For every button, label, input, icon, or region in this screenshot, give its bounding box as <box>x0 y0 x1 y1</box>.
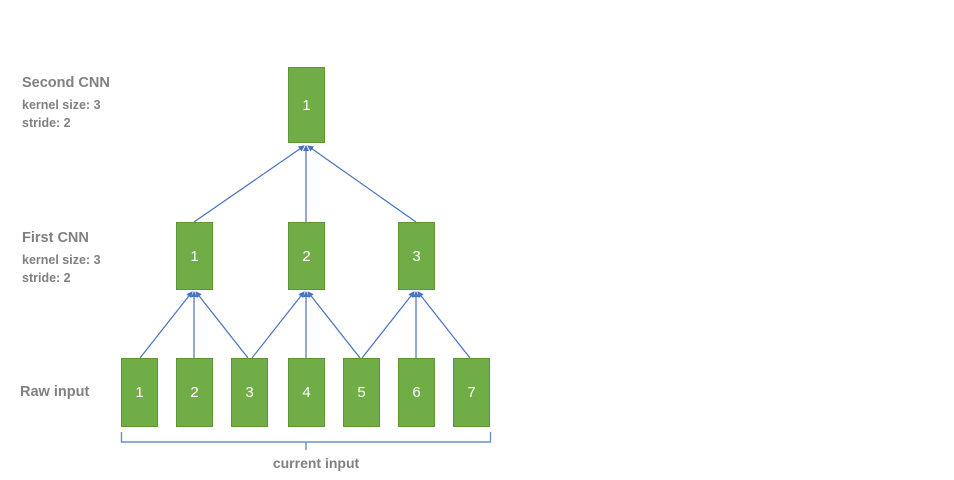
node-label: 1 <box>135 384 144 401</box>
caption-first-cnn-stride: stride: 2 <box>22 271 71 286</box>
caption-second-cnn-title: Second CNN <box>22 75 110 91</box>
node-raw-input-5[interactable]: 5 <box>343 358 380 427</box>
node-first-cnn-3[interactable]: 3 <box>398 222 435 290</box>
edges-first-to-second <box>193 145 417 223</box>
caption-second-cnn: Second CNN kernel size: 3 stride: 2 <box>22 73 110 132</box>
node-label: 1 <box>302 96 311 114</box>
node-label: 3 <box>412 247 421 265</box>
current-input-bracket <box>120 432 492 450</box>
caption-raw-input-title: Raw input <box>20 384 90 400</box>
edges-raw-to-first <box>139 291 471 359</box>
node-raw-input-7[interactable]: 7 <box>453 358 490 427</box>
node-first-cnn-2[interactable]: 2 <box>288 222 325 290</box>
node-raw-input-2[interactable]: 2 <box>176 358 213 427</box>
caption-first-cnn-title: First CNN <box>22 230 89 246</box>
node-label: 1 <box>190 247 199 265</box>
caption-second-cnn-kernel: kernel size: 3 <box>22 98 101 113</box>
node-label: 6 <box>412 384 421 401</box>
node-second-cnn-1[interactable]: 1 <box>288 67 325 143</box>
caption-raw-input: Raw input <box>20 382 89 403</box>
node-label: 3 <box>245 384 254 401</box>
caption-first-cnn: First CNN kernel size: 3 stride: 2 <box>22 228 101 287</box>
node-label: 2 <box>190 384 199 401</box>
node-raw-input-4[interactable]: 4 <box>288 358 325 427</box>
node-label: 2 <box>302 247 311 265</box>
node-raw-input-3[interactable]: 3 <box>231 358 268 427</box>
node-raw-input-6[interactable]: 6 <box>398 358 435 427</box>
node-label: 4 <box>302 384 311 401</box>
node-raw-input-1[interactable]: 1 <box>121 358 158 427</box>
node-label: 7 <box>467 384 476 401</box>
node-first-cnn-1[interactable]: 1 <box>176 222 213 290</box>
node-label: 5 <box>357 384 366 401</box>
caption-second-cnn-stride: stride: 2 <box>22 116 71 131</box>
current-input-label: current input <box>272 455 360 471</box>
caption-first-cnn-kernel: kernel size: 3 <box>22 253 101 268</box>
